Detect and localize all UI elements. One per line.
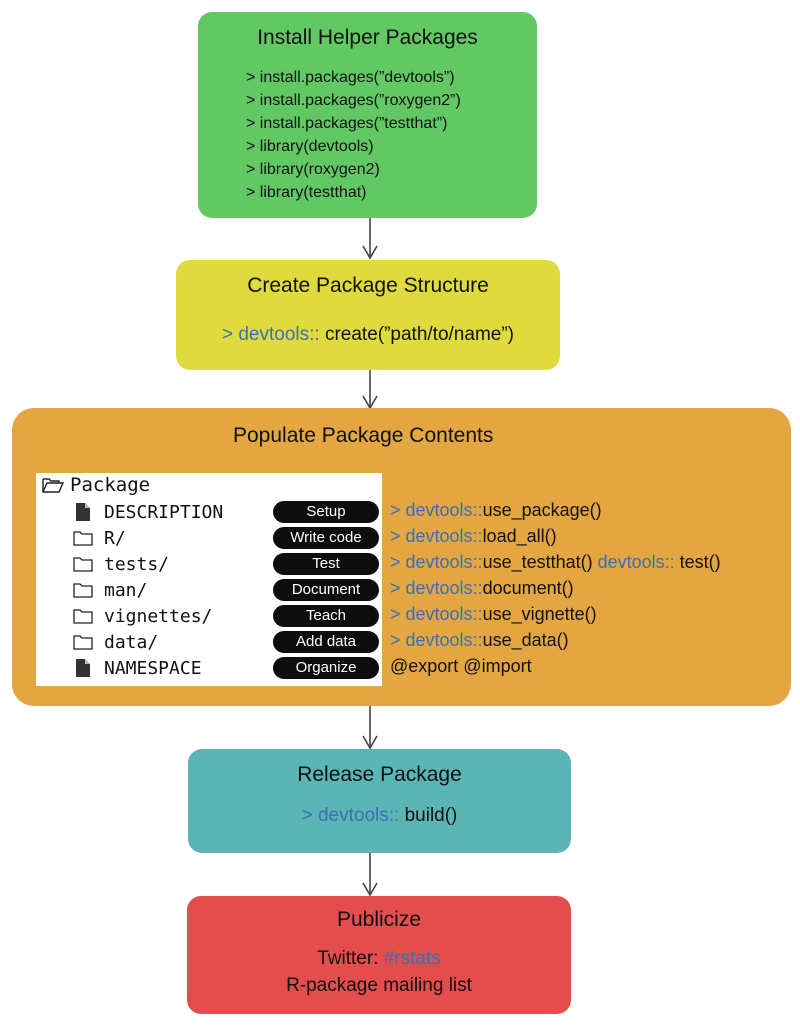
command-function: use_vignette() <box>482 604 597 624</box>
folder-icon <box>72 634 94 650</box>
folder-icon <box>72 530 94 546</box>
release-step-title: Release Package <box>297 763 462 786</box>
stage-pill: Test <box>273 553 379 575</box>
tree-row-name: DESCRIPTION <box>104 501 224 523</box>
stage-pill: Document <box>273 579 379 601</box>
folder-icon <box>72 556 94 572</box>
arrow-down-icon <box>362 853 378 897</box>
populate-step-title: Populate Package Contents <box>233 424 494 447</box>
stage-pill: Teach <box>273 605 379 627</box>
tree-root-label: Package <box>70 474 151 496</box>
devtools-command: > devtools::use_data() <box>390 630 569 651</box>
file-icon <box>72 659 94 677</box>
devtools-prefix: > devtools:: <box>301 805 400 826</box>
tree-row: vignettes/ <box>72 603 212 629</box>
command-function: use_package() <box>482 500 602 520</box>
create-step-box: Create Package Structure > devtools:: cr… <box>176 260 560 370</box>
devtools-prefix: > devtools:: <box>390 578 483 598</box>
tree-row-name: tests/ <box>104 553 170 575</box>
tree-row-name: man/ <box>104 579 148 601</box>
command-function: use_testthat() <box>482 552 593 572</box>
mailing-list-line: R-package mailing list <box>286 975 472 996</box>
command-function: load_all() <box>482 526 557 546</box>
install-line: > install.packages(”devtools”) <box>246 69 455 86</box>
folder-icon <box>72 608 94 624</box>
devtools-prefix: > devtools:: <box>390 604 483 624</box>
devtools-command: > devtools::use_vignette() <box>390 604 597 625</box>
stage-pill: Write code <box>273 527 379 549</box>
install-line: > library(roxygen2) <box>246 161 380 178</box>
tree-row-name: R/ <box>104 527 126 549</box>
devtools-prefix: > devtools:: <box>390 500 483 520</box>
devtools-command: > devtools::use_testthat() devtools:: te… <box>390 552 721 573</box>
tree-row-name: NAMESPACE <box>104 657 202 679</box>
tree-row: DESCRIPTION <box>72 499 223 525</box>
create-step-title: Create Package Structure <box>247 274 489 297</box>
tree-row: data/ <box>72 629 158 655</box>
devtools-prefix: > devtools:: <box>221 324 320 345</box>
folder-icon <box>72 582 94 598</box>
release-step-box: Release Package > devtools:: build() <box>188 749 571 853</box>
devtools-prefix: > devtools:: <box>390 526 483 546</box>
tree-row: NAMESPACE <box>72 655 202 681</box>
devtools-command: > devtools::load_all() <box>390 526 557 547</box>
arrow-down-icon <box>362 218 378 260</box>
release-command: > devtools:: build() <box>188 805 571 827</box>
devtools-prefix: devtools:: <box>592 552 675 572</box>
rstats-hashtag: #rstats <box>383 948 441 969</box>
install-step-box: Install Helper Packages > install.packag… <box>198 12 537 218</box>
file-icon <box>72 503 94 521</box>
command-function: document() <box>482 578 574 598</box>
devtools-command: @export @import <box>390 656 532 677</box>
create-command: > devtools:: create(”path/to/name”) <box>176 324 560 346</box>
tree-row: R/ <box>72 525 126 551</box>
devtools-prefix: > devtools:: <box>390 552 483 572</box>
install-step-title: Install Helper Packages <box>257 26 478 49</box>
build-function: build() <box>399 805 458 826</box>
arrow-down-icon <box>362 370 378 410</box>
devtools-command: > devtools::use_package() <box>390 500 602 521</box>
tree-row-name: vignettes/ <box>104 605 213 627</box>
stage-pill: Setup <box>273 501 379 523</box>
devtools-command: > devtools::document() <box>390 578 574 599</box>
install-commands: > install.packages(”devtools”) > install… <box>246 66 461 204</box>
tree-row: man/ <box>72 577 147 603</box>
install-line: > install.packages(”roxygen2”) <box>246 92 461 109</box>
install-line: > library(devtools) <box>246 138 374 155</box>
open-folder-icon <box>42 478 64 493</box>
command-function: use_data() <box>482 630 569 650</box>
devtools-prefix: > devtools:: <box>390 630 483 650</box>
twitter-line: Twitter: #rstats <box>187 948 571 970</box>
install-line: > library(testthat) <box>246 184 367 201</box>
command-function: test() <box>674 552 721 572</box>
command-function: @export @import <box>390 656 532 676</box>
stage-pill: Add data <box>273 631 379 653</box>
create-function: create(”path/to/name”) <box>319 324 514 345</box>
tree-row: tests/ <box>72 551 169 577</box>
publicize-step-title: Publicize <box>336 908 422 931</box>
install-line: > install.packages(”testthat”) <box>246 115 448 132</box>
publicize-step-box: Publicize Twitter: #rstats R-package mai… <box>187 896 571 1014</box>
tree-root: Package <box>42 473 150 497</box>
tree-row-name: data/ <box>104 631 159 653</box>
stage-pill: Organize <box>273 657 379 679</box>
arrow-down-icon <box>362 706 378 750</box>
twitter-label: Twitter: <box>317 948 384 969</box>
